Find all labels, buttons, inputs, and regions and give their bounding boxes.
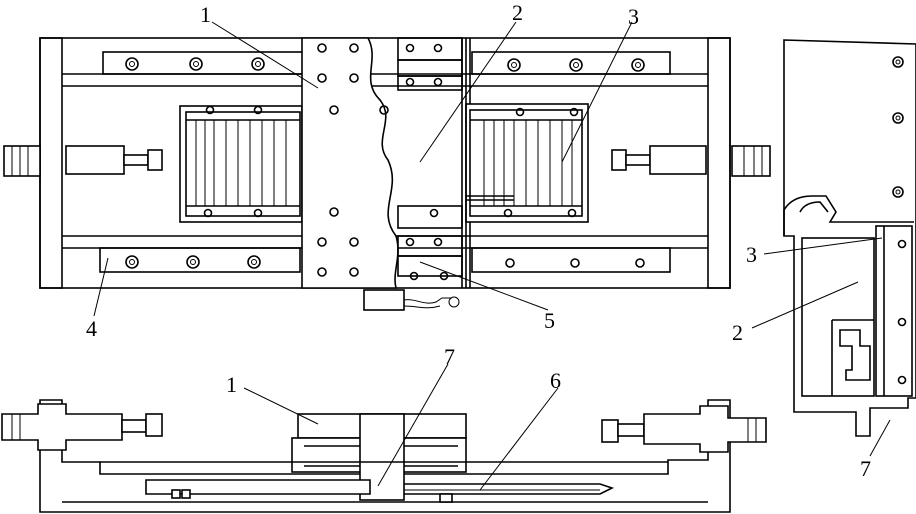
label-top-3: 3: [628, 4, 639, 29]
leader-top-2: [419, 21, 517, 163]
leader-side-7: [869, 419, 891, 457]
leader-top-5: [419, 261, 549, 311]
upper-right-rail: [471, 51, 671, 75]
leader-front-1: [243, 387, 319, 425]
leader-front-6: [479, 387, 559, 491]
right-end-plate: [707, 37, 731, 289]
label-side-3: 3: [746, 242, 757, 267]
label-side-7: 7: [860, 456, 871, 481]
front-right-cylinder: [601, 405, 767, 453]
leader-top-1: [211, 21, 319, 89]
front-drive-rod-left: [145, 479, 371, 495]
label-top-4: 4: [86, 316, 97, 341]
label-top-2: 2: [512, 0, 523, 25]
label-bottom-6: 6: [550, 368, 561, 393]
left-clamp-block: [179, 105, 303, 223]
rail-bolts: [125, 57, 645, 269]
side-view: [751, 39, 916, 457]
slider-section: [397, 37, 471, 288]
leader-front-7: [377, 363, 449, 487]
right-cylinder: [611, 145, 771, 177]
leader-top-4: [93, 257, 109, 317]
label-top-5: 5: [544, 308, 555, 333]
label-side-2: 2: [732, 320, 743, 345]
lower-right-rail: [471, 247, 671, 273]
leader-side-2: [751, 281, 859, 329]
leader-side-3: [763, 237, 883, 255]
left-cylinder: [3, 145, 163, 177]
limit-switch: [363, 289, 460, 311]
label-bottom-1: 1: [226, 372, 237, 397]
label-bottom-7: 7: [444, 344, 455, 369]
lower-left-rail: [99, 247, 301, 273]
front-view: [1, 363, 767, 513]
leader-top-3: [561, 21, 633, 163]
front-left-cylinder: [1, 403, 163, 451]
label-top-1: 1: [200, 2, 211, 27]
top-view: [3, 21, 771, 317]
